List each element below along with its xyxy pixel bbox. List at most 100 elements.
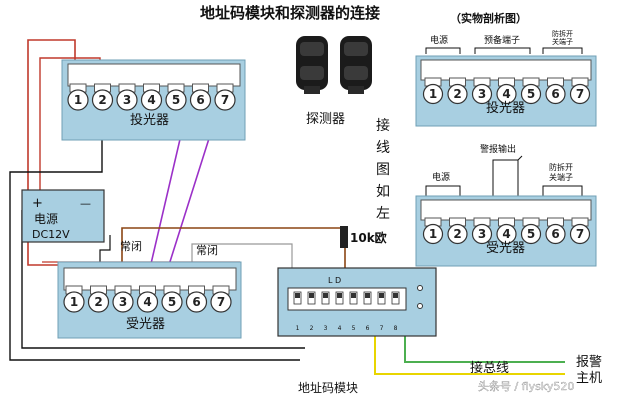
lr-terminal-number: 5 xyxy=(168,295,176,309)
dip-switch-knob xyxy=(337,293,342,298)
dip-switch-number: 4 xyxy=(338,325,342,332)
lt-terminal-number: 4 xyxy=(147,93,155,107)
rt-terminal-3 xyxy=(471,83,493,105)
rt-terminal-5 xyxy=(520,83,542,105)
left-transmitter-label: 投光器 xyxy=(130,112,169,128)
lr-terminal-number: 4 xyxy=(143,295,151,309)
lr-terminal-number: 2 xyxy=(94,295,102,309)
lt-terminal-1 xyxy=(67,89,89,111)
grey-wire xyxy=(191,243,293,268)
rr-terminal-6 xyxy=(545,223,566,245)
lr-terminal-number: 3 xyxy=(119,295,127,309)
rr-terminal-4 xyxy=(496,223,517,245)
rt-terminal-7 xyxy=(569,83,591,105)
rr-terminal-number: 6 xyxy=(551,227,559,241)
rr-terminal-7 xyxy=(569,223,591,245)
address-module-label: 地址码模块 xyxy=(298,381,358,395)
receiver-nc-label-1: 常闭 xyxy=(120,240,142,253)
lr-terminal-number: 6 xyxy=(192,295,200,309)
lt-terminal-number: 7 xyxy=(221,93,229,107)
address-module-ld: L D xyxy=(328,276,341,285)
alarm-host-line-1: 报警 xyxy=(576,354,602,370)
power-supply: + — 电源 DC12V xyxy=(21,189,105,243)
lr-terminal-5 xyxy=(161,291,183,313)
lt-terminal-number: 1 xyxy=(74,93,82,107)
diagram-subtitle: （实物剖析图） xyxy=(450,11,527,25)
wiring-note-char: 左 xyxy=(376,206,390,222)
indicator-led-1 xyxy=(417,285,423,291)
wiring-note-char: 接 xyxy=(376,117,390,134)
lr-terminal-4 xyxy=(136,291,159,313)
rr-terminal-1 xyxy=(422,223,444,245)
dip-switch-number: 8 xyxy=(394,325,398,332)
rr-alarm-out-label: 警报输出 xyxy=(480,143,516,155)
lr-terminal-2 xyxy=(87,291,110,313)
watermark: 头条号 / flysky520 xyxy=(478,379,574,393)
dip-switch-number: 3 xyxy=(324,325,328,332)
rt-terminal-number: 7 xyxy=(576,87,584,101)
lt-terminal-6 xyxy=(189,89,212,111)
rr-terminal-2 xyxy=(447,223,468,245)
rr-terminal-5 xyxy=(520,223,542,245)
dip-switch-knob xyxy=(309,293,314,298)
power-voltage: DC12V xyxy=(32,228,70,241)
rt-terminal-number: 5 xyxy=(527,87,535,101)
rr-power-bracket xyxy=(425,185,461,196)
rr-tamper-label-1: 防拆开 xyxy=(549,162,573,172)
rr-alarm-bracket xyxy=(492,155,523,196)
indicator-led-2 xyxy=(417,303,423,309)
rr-tamper-label-2: 关端子 xyxy=(549,172,573,182)
dip-switch-knob xyxy=(393,293,398,298)
lr-terminal-number: 1 xyxy=(70,295,78,309)
lt-terminal-5 xyxy=(165,89,187,111)
alarm-host-line-2: 主机 xyxy=(576,371,602,386)
detector-images: 探测器 xyxy=(296,36,372,127)
green-bus-wire xyxy=(404,335,565,363)
dip-switch-knob xyxy=(365,293,370,298)
rt-terminal-1 xyxy=(422,83,444,105)
dip-switch-knob xyxy=(323,293,328,298)
lr-terminal-6 xyxy=(185,291,208,313)
wiring-note-char: 图 xyxy=(376,162,390,178)
right-receiver-label: 受光器 xyxy=(486,241,525,256)
rt-terminal-4 xyxy=(496,83,517,105)
left-receiver-label: 受光器 xyxy=(126,317,165,332)
rr-terminal-number: 7 xyxy=(576,227,584,241)
black-wire-1 xyxy=(9,140,300,361)
detector-label: 探测器 xyxy=(306,112,345,127)
black-wire-2 xyxy=(21,210,305,349)
resistor: 10k欧 xyxy=(340,226,387,248)
rr-terminal-number: 1 xyxy=(429,227,437,241)
rr-terminal-3 xyxy=(471,223,493,245)
rr-terminal-number: 5 xyxy=(527,227,535,241)
yellow-bus-wire xyxy=(374,335,565,375)
rt-terminal-number: 3 xyxy=(478,87,486,101)
dip-switch-number: 7 xyxy=(380,325,384,332)
lt-terminal-number: 2 xyxy=(98,93,106,107)
lr-terminal-3 xyxy=(112,291,134,313)
rt-terminal-number: 1 xyxy=(429,87,437,101)
rr-terminal-number: 2 xyxy=(453,227,461,241)
lt-terminal-2 xyxy=(91,89,114,111)
power-plus: + xyxy=(32,196,43,211)
receiver-nc-label-2: 常闭 xyxy=(196,244,218,257)
rt-tamper-bracket xyxy=(542,47,583,54)
rt-terminal-number: 6 xyxy=(551,87,559,101)
rr-tamper-bracket xyxy=(542,185,583,196)
dip-switch-knob xyxy=(351,293,356,298)
dip-switch-knob xyxy=(379,293,384,298)
dip-switch-number: 6 xyxy=(366,325,370,332)
lt-terminal-7 xyxy=(214,89,236,111)
lt-terminal-4 xyxy=(140,89,163,111)
rr-power-label: 电源 xyxy=(432,171,450,183)
dip-switch-number: 2 xyxy=(310,325,314,332)
rt-power-label: 电源 xyxy=(430,34,448,46)
dip-switch-knob xyxy=(295,293,300,298)
rr-terminal-number: 3 xyxy=(478,227,486,241)
lr-terminal-7 xyxy=(210,291,232,313)
